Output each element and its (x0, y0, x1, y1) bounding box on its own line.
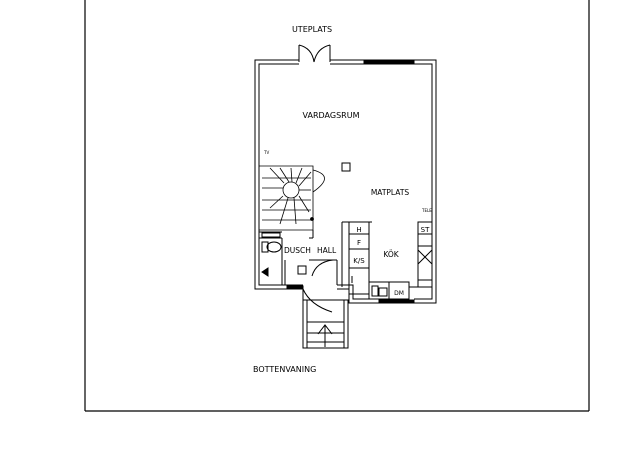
label-dusch: DUSCH (284, 246, 311, 255)
room-labels: UTEPLATS VARDAGSRUM TV MATPLATS TELE KÖK… (253, 25, 432, 374)
label-matplats: MATPLATS (371, 188, 410, 197)
bathroom (259, 231, 307, 285)
patio-door (298, 44, 331, 63)
kitchen-counter-bottom (368, 281, 410, 300)
label-ks: K/S (353, 257, 365, 265)
label-h: H (356, 226, 361, 234)
kitchen-cabinets-left (341, 221, 372, 295)
kitchen-cabinets-right (409, 221, 433, 288)
windows (286, 59, 415, 304)
label-kok: KÖK (383, 250, 399, 259)
label-dm: DM (394, 290, 404, 297)
label-uteplats: UTEPLATS (292, 25, 332, 34)
label-st: ST (421, 226, 430, 234)
label-tv: TV (263, 150, 269, 155)
staircase (259, 165, 325, 231)
label-f: F (357, 239, 361, 247)
label-floor-name: BOTTENVANING (253, 365, 316, 374)
label-hall: HALL (317, 246, 337, 255)
fixtures (341, 162, 351, 172)
label-tele: TELE (421, 208, 432, 213)
label-vardagsrum: VARDAGSRUM (303, 111, 360, 120)
page-border (84, 0, 590, 412)
entrance-stairs (302, 299, 349, 349)
